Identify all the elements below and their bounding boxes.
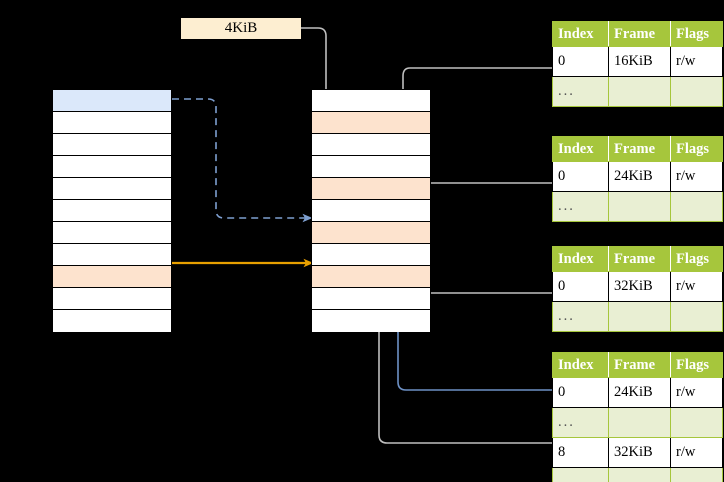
page-table-3-cell bbox=[670, 301, 723, 332]
page-table-1-cell: 0 bbox=[552, 46, 609, 77]
physical-frame-row-7 bbox=[312, 244, 430, 266]
page-table-2-header-flags: Flags bbox=[670, 136, 723, 162]
page-table-4-cell: 32KiB bbox=[608, 437, 671, 468]
virtual-page-row-1 bbox=[53, 112, 171, 134]
page-table-4-cell: r/w bbox=[670, 437, 723, 468]
page-table-1-cell bbox=[670, 76, 723, 107]
page-table-4-cell: ... bbox=[552, 467, 609, 482]
physical-frame-row-0 bbox=[312, 90, 430, 112]
virtual-page-row-5 bbox=[53, 200, 171, 222]
page-table-2-cell bbox=[608, 191, 671, 222]
page-table-2-cell: 0 bbox=[552, 161, 609, 192]
page-table-1-cell bbox=[608, 76, 671, 107]
page-table-4-cell: 24KiB bbox=[608, 377, 671, 408]
page-table-1-header-index: Index bbox=[552, 21, 609, 47]
page-table-2-cell: ... bbox=[552, 191, 609, 222]
page-table-4-cell: ... bbox=[552, 407, 609, 438]
virtual-page-row-7 bbox=[53, 244, 171, 266]
virtual-page-row-9 bbox=[53, 288, 171, 310]
virtual-page-row-2 bbox=[53, 134, 171, 156]
page-table-3-cell: 0 bbox=[552, 271, 609, 302]
physical-frame-row-3 bbox=[312, 156, 430, 178]
virtual-page-row-8 bbox=[53, 266, 171, 288]
connector-virt-to-phys-dashed bbox=[172, 98, 313, 223]
page-table-4-cell: 8 bbox=[552, 437, 609, 468]
virtual-page-row-3 bbox=[53, 156, 171, 178]
virtual-address-space-column bbox=[52, 89, 172, 332]
physical-frame-row-6 bbox=[312, 222, 430, 244]
page-table-2-header-index: Index bbox=[552, 136, 609, 162]
page-table-3-cell: ... bbox=[552, 301, 609, 332]
page-table-4-row: 0 24KiB r/w bbox=[552, 377, 723, 408]
physical-frame-row-2 bbox=[312, 134, 430, 156]
physical-frame-row-9 bbox=[312, 288, 430, 310]
page-table-4-cell bbox=[608, 407, 671, 438]
virtual-page-row-6 bbox=[53, 222, 171, 244]
page-table-1-cell: 16KiB bbox=[608, 46, 671, 77]
physical-frame-row-4 bbox=[312, 178, 430, 200]
frame-size-label: 4KiB bbox=[181, 18, 301, 39]
page-table-4-header-flags: Flags bbox=[670, 352, 723, 378]
page-table-4-cell: 0 bbox=[552, 377, 609, 408]
page-table-2-cell: r/w bbox=[670, 161, 723, 192]
page-table-4-row: ... bbox=[552, 467, 723, 482]
page-table-2-header-frame: Frame bbox=[608, 136, 671, 162]
page-table-4-cell bbox=[670, 407, 723, 438]
virtual-page-row-10 bbox=[53, 310, 171, 332]
page-table-4-header-frame: Frame bbox=[608, 352, 671, 378]
physical-frame-row-8 bbox=[312, 266, 430, 288]
physical-address-space-column bbox=[311, 89, 431, 332]
page-table-3-cell bbox=[608, 301, 671, 332]
page-table-4-cell bbox=[608, 467, 671, 482]
page-table-4-header-index: Index bbox=[552, 352, 609, 378]
virtual-page-row-4 bbox=[53, 178, 171, 200]
page-table-1-header-flags: Flags bbox=[670, 21, 723, 47]
page-table-2-cell: 24KiB bbox=[608, 161, 671, 192]
physical-frame-row-10 bbox=[312, 310, 430, 332]
page-table-2-row: ... bbox=[552, 191, 723, 222]
page-table-4-row: ... bbox=[552, 407, 723, 438]
highlight-mark: r/w bbox=[676, 384, 696, 400]
page-table-3-header-flags: Flags bbox=[670, 246, 723, 272]
page-table-3-cell: r/w bbox=[670, 271, 723, 302]
page-table-1-cell: ... bbox=[552, 76, 609, 107]
page-table-3-row: ... bbox=[552, 301, 723, 332]
page-table-4-cell bbox=[670, 467, 723, 482]
page-table-3-cell: 32KiB bbox=[608, 271, 671, 302]
page-table-1-row: ... bbox=[552, 76, 723, 107]
page-table-3-header-index: Index bbox=[552, 246, 609, 272]
page-table-1-header-frame: Frame bbox=[608, 21, 671, 47]
page-table-4-cell: r/w bbox=[670, 377, 723, 408]
page-table-2-cell bbox=[670, 191, 723, 222]
highlight-mark: 24KiB bbox=[614, 384, 653, 400]
physical-frame-row-1 bbox=[312, 112, 430, 134]
page-table-1-cell: r/w bbox=[670, 46, 723, 77]
virtual-page-row-0 bbox=[53, 90, 171, 112]
page-table-3-header-frame: Frame bbox=[608, 246, 671, 272]
physical-frame-row-5 bbox=[312, 200, 430, 222]
